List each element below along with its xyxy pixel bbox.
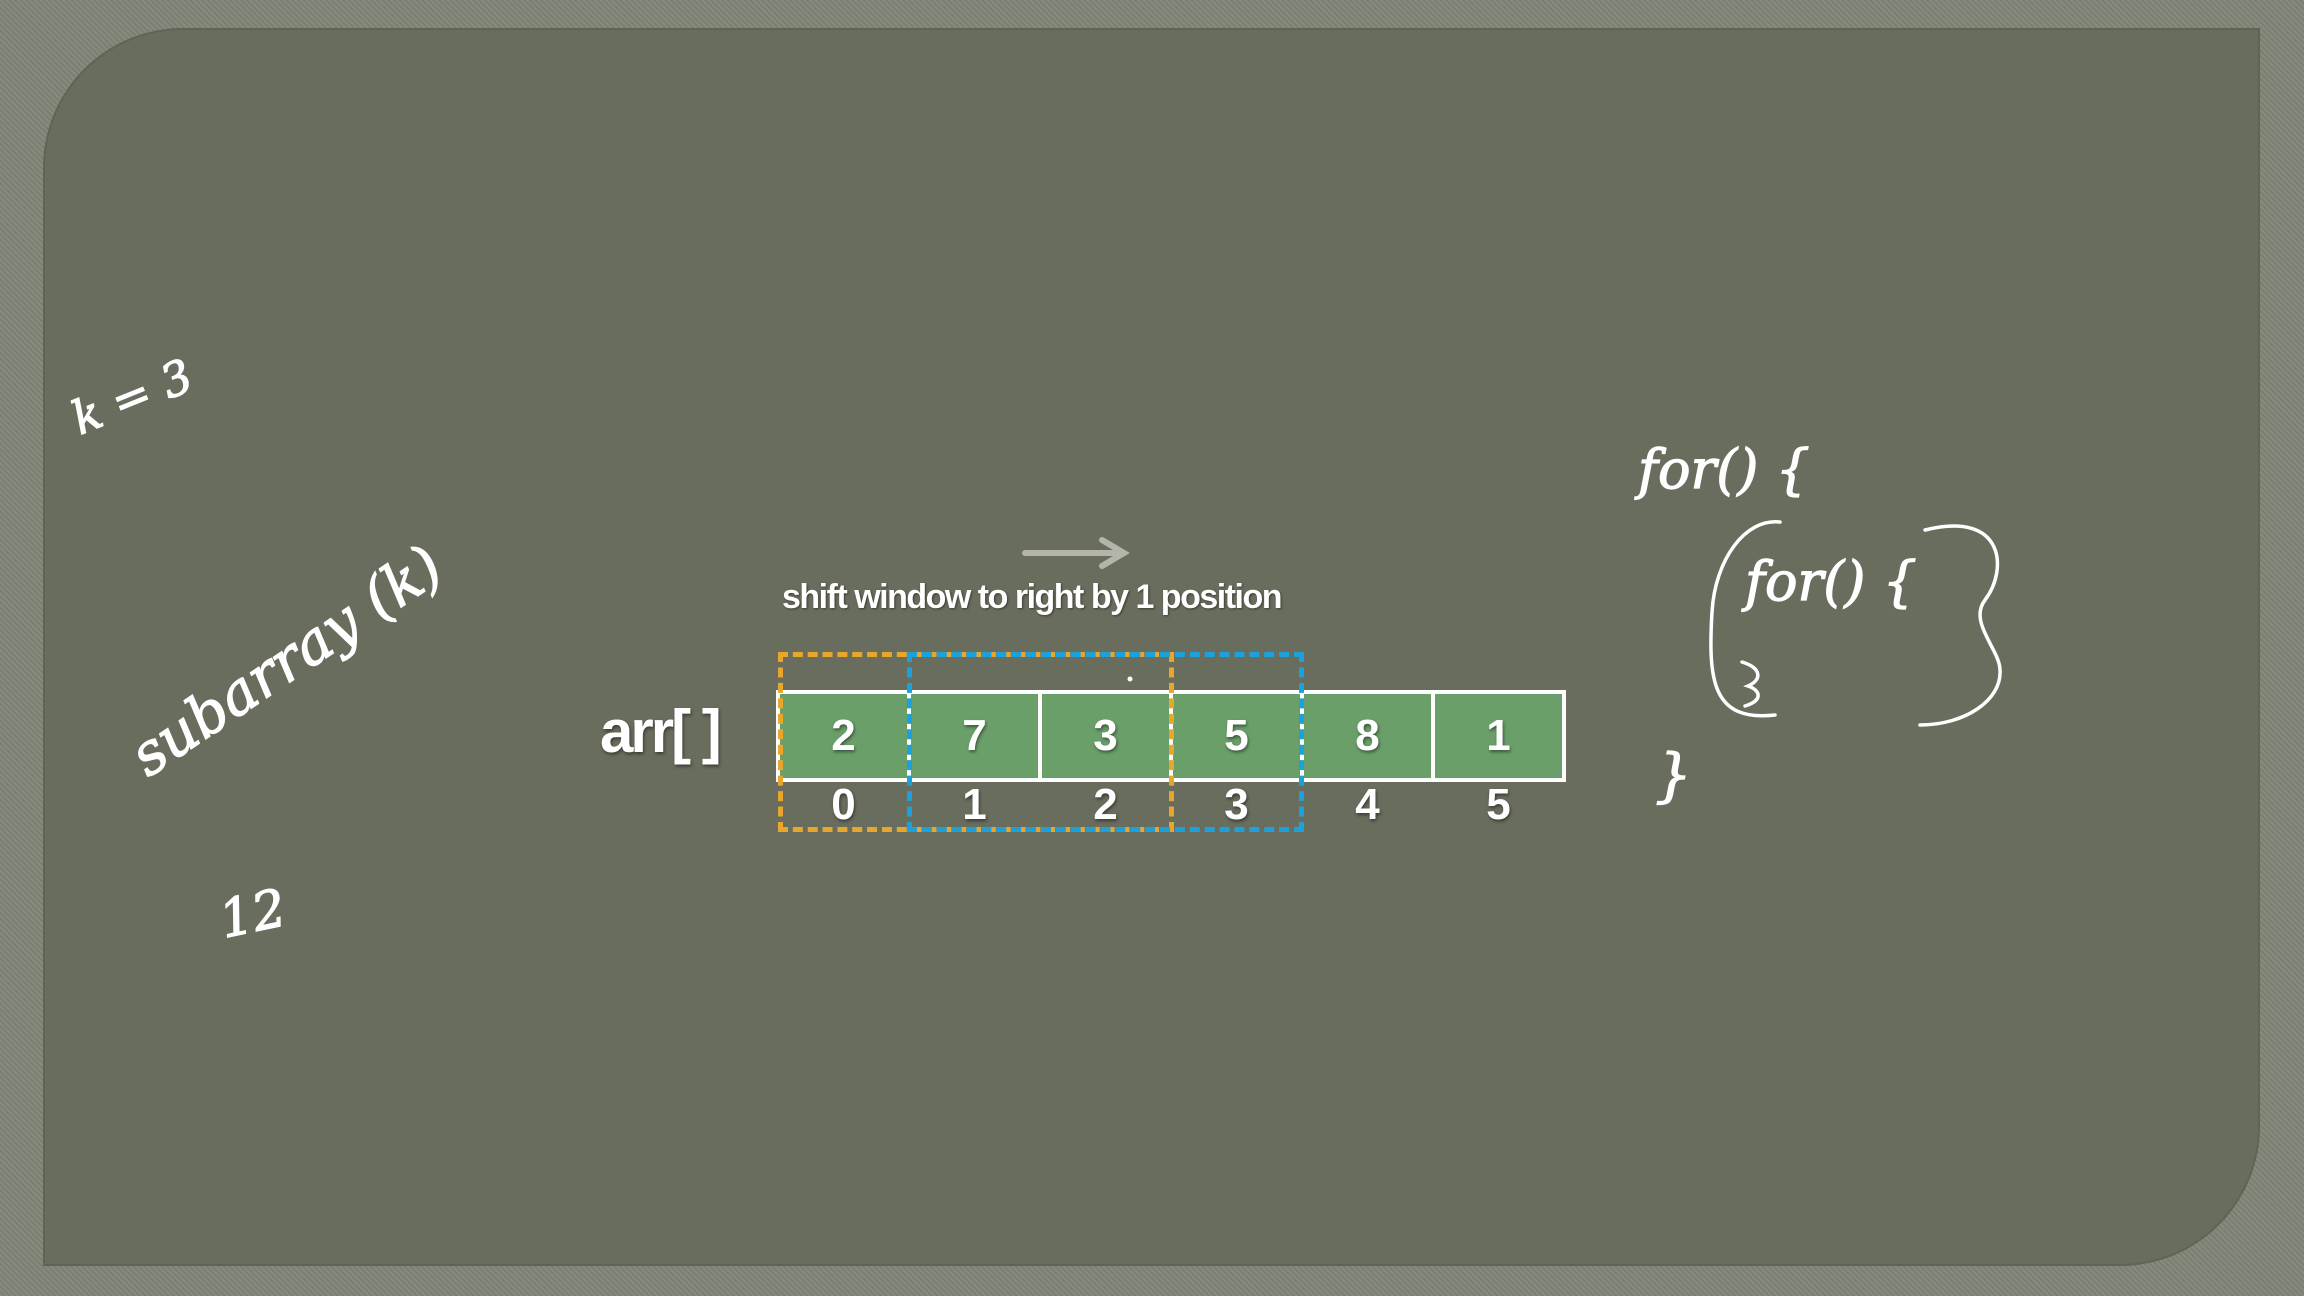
array-label: arr[ ] xyxy=(600,698,722,765)
array-index: 3 xyxy=(1224,780,1249,829)
array-cell: 2 xyxy=(780,694,907,778)
array-cell: 7 xyxy=(911,694,1038,778)
array-cell: 5 xyxy=(1173,694,1300,778)
k-equals-text: k = 3 xyxy=(64,348,200,445)
caption-text: shift window to right by 1 position xyxy=(782,578,1283,616)
left-bracket-stroke xyxy=(1709,520,1782,718)
array-index: 5 xyxy=(1486,780,1511,829)
array-index: 0 xyxy=(831,780,856,829)
right-arrow-icon xyxy=(1022,537,1130,569)
code-outer-text: for() { xyxy=(1634,438,1810,501)
code-inner-text: for() { xyxy=(1741,550,1917,613)
window-blue xyxy=(907,652,1304,832)
board-background xyxy=(43,28,2260,1266)
dot-mark xyxy=(1127,676,1133,682)
array-cell: 1 xyxy=(1435,694,1562,778)
number-text: 12 xyxy=(214,878,291,950)
inner-close-stroke xyxy=(1740,660,1760,708)
array-cell: 8 xyxy=(1304,694,1431,778)
code-close-text: } xyxy=(1655,741,1692,809)
array-index: 2 xyxy=(1093,780,1118,829)
array-indices: 0 1 2 3 4 5 xyxy=(780,780,1562,830)
array-index: 1 xyxy=(962,780,987,829)
right-brace-stroke xyxy=(1918,524,2002,727)
array-cell: 3 xyxy=(1042,694,1169,778)
array-index: 4 xyxy=(1355,780,1380,829)
subarray-text: subarray (k) xyxy=(118,532,455,790)
